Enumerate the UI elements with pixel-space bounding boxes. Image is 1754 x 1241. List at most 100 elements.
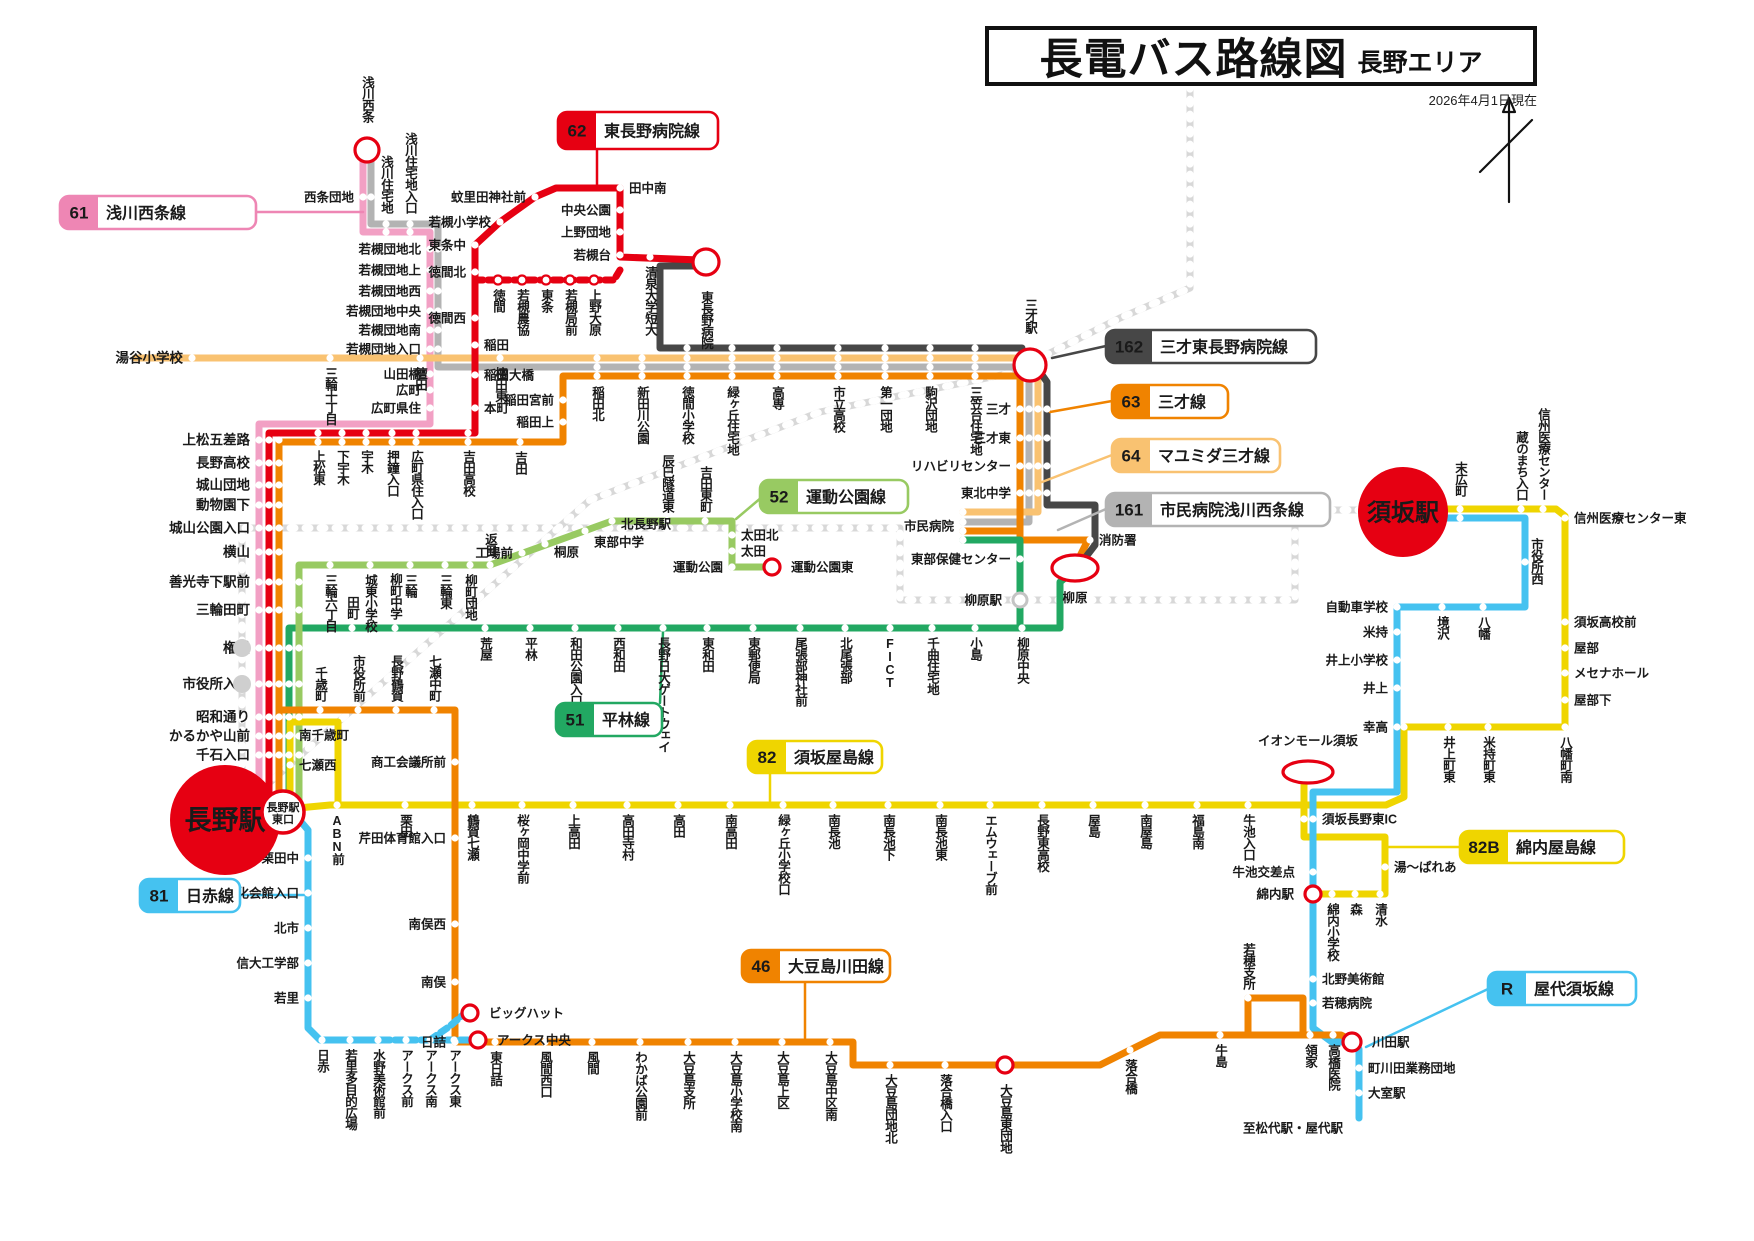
terminal-ring [995, 1055, 1015, 1075]
station-dot [265, 751, 273, 759]
station-dot [1309, 815, 1317, 823]
station-dot [881, 344, 889, 352]
station-label: かるかや山前 [169, 728, 250, 744]
route-badge-num-fill-162 [1143, 330, 1152, 363]
station-dot [426, 386, 434, 394]
terminal-ring [762, 557, 782, 577]
station-dot [971, 363, 979, 371]
station-label: 井上町東 [1441, 735, 1455, 784]
station-label: 平林 [523, 637, 537, 662]
station-label: リハビリセンター [911, 459, 1011, 474]
station-dot [1351, 890, 1359, 898]
station-label: 東条 [539, 288, 554, 314]
route-line-gray [959, 366, 1033, 526]
station-label: 上松五差路 [183, 432, 251, 448]
route-badge-num-52 [760, 480, 798, 513]
station-label: 市役所西 [1529, 537, 1543, 586]
route-badge-num-fill-62 [587, 112, 596, 149]
station-label: 大室駅 [1368, 1086, 1406, 1101]
station-label: 東日詰 [488, 1050, 502, 1087]
station-dot [1126, 1046, 1134, 1054]
station-label: 徳間西 [427, 311, 466, 326]
station-dot [382, 220, 390, 228]
station-label: 井上 [1363, 681, 1389, 696]
compass-icon [1478, 118, 1534, 174]
station-dot [471, 268, 479, 276]
station-label: 須坂高校前 [1573, 615, 1637, 630]
route-badge-num-81 [140, 879, 178, 912]
station-dot [1393, 684, 1401, 692]
route-badge-label: 大豆島川田線 [788, 957, 884, 976]
station-dot [491, 1038, 499, 1046]
railway-hatch [1040, 81, 1194, 360]
station-dot [826, 1038, 834, 1046]
station-label: 吉田高校 [461, 449, 475, 498]
station-dot [1043, 434, 1051, 442]
station-label: 若穂支所 [1241, 942, 1256, 991]
station-dot [1034, 405, 1042, 413]
station-label: 風間西口 [538, 1051, 552, 1099]
route-badge-num-fill-51 [585, 703, 594, 736]
station-dot [492, 274, 504, 286]
station-label: 八幡町南 [1558, 736, 1573, 784]
station-label: 山田橋 [383, 367, 421, 382]
route-badge-num-fill-61 [89, 196, 98, 229]
station-dot [338, 438, 346, 446]
map-title-box: 長電バス路線図 長野エリア [985, 26, 1537, 86]
station-label: 七瀬西 [299, 758, 337, 773]
station-dot [285, 751, 293, 759]
route-badge-label: 市民病院浅川西条線 [1160, 501, 1304, 520]
station-dot [1381, 863, 1389, 871]
station-dot [451, 920, 459, 928]
station-label: 千歳町 [313, 666, 327, 703]
station-label: アークス中央 [497, 1033, 571, 1048]
station-label: 田町 [345, 596, 359, 621]
station-label: 蔵のまち入口 [1514, 430, 1528, 502]
station-dot [286, 761, 294, 769]
station-dot [928, 624, 936, 632]
route-badge-num-fill-52 [789, 480, 798, 513]
station-dot [265, 578, 273, 586]
route-badge-number: 82B [1468, 838, 1499, 857]
station-label: 北野美術館 [1322, 972, 1385, 987]
station-label: 三輪東 [438, 574, 452, 610]
station-label: 和田公園入口 [568, 636, 583, 708]
station-label: 上松東 [311, 449, 325, 486]
station-dot [406, 561, 414, 569]
station-dot [616, 251, 624, 259]
station-dot [959, 527, 967, 535]
station-label: 三輪田町 [196, 602, 250, 618]
station-dot [1444, 723, 1452, 731]
station-label: 屋部下 [1574, 693, 1612, 708]
route-badge-number: 64 [1122, 447, 1141, 466]
station-dot [779, 801, 787, 809]
station-label: 栗田中 [261, 851, 299, 866]
station-dot [265, 713, 273, 721]
station-dot [623, 801, 631, 809]
route-line-lightorange [959, 366, 1042, 516]
station-dot [481, 624, 489, 632]
station-label: 若槻局前 [563, 288, 578, 337]
station-label: 太田 [741, 544, 766, 559]
station-dot [1400, 723, 1408, 731]
station-dot [382, 228, 390, 236]
station-dot [412, 429, 420, 437]
route-badge-label: 日赤線 [186, 887, 234, 906]
route-badge-num-64 [1112, 439, 1150, 472]
station-dot [1479, 603, 1487, 611]
station-label: 自動車学校 [1325, 600, 1388, 615]
badge-leader-64 [1040, 453, 1114, 484]
station-dot [1561, 514, 1569, 522]
route-badge-num-82B [1460, 831, 1508, 863]
station-dot [959, 518, 967, 526]
station-dot [683, 354, 691, 362]
terminal-ring [260, 789, 306, 835]
station-label: 七瀬中町 [427, 655, 442, 703]
station-label: 千石入口 [196, 747, 250, 763]
station-dot [971, 354, 979, 362]
station-label: 広町県住入口 [409, 449, 423, 521]
station-dot [1034, 462, 1042, 470]
station-dot [663, 517, 671, 525]
station-dot [416, 354, 424, 362]
station-dot [316, 706, 324, 714]
